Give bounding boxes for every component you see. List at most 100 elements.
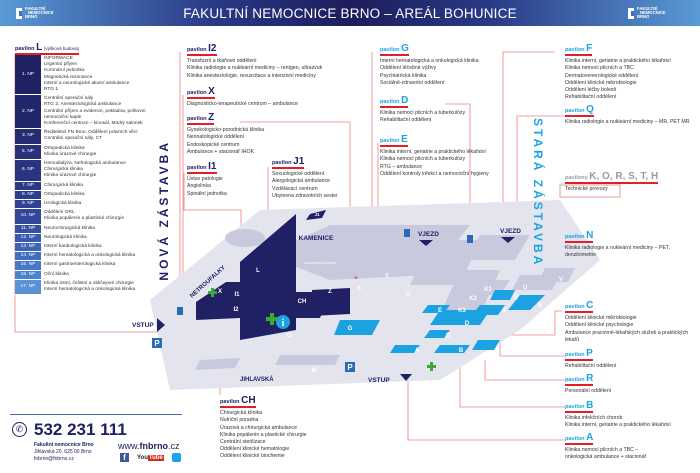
map-label-J1: J1 — [314, 212, 320, 217]
logo-text: NEMOCNICE — [28, 10, 54, 16]
map-label-B: B — [459, 348, 464, 354]
map-label-U: U — [523, 285, 527, 291]
floor-departments: Chirurgická klinika — [41, 182, 155, 190]
facebook-icon[interactable]: f — [120, 453, 129, 462]
pavilion-heading: pavilon F — [565, 43, 593, 57]
building-Z — [312, 288, 350, 316]
youtube-icon[interactable]: YouTube — [137, 454, 164, 461]
info-icon: i — [276, 315, 290, 329]
department-item: Klinika interní, geriatrie a praktického… — [565, 422, 671, 429]
connector-line-F — [502, 51, 555, 255]
org-email[interactable]: fnbrno@fnbrno.cz — [34, 456, 74, 462]
pavilion-letter: I2 — [208, 43, 217, 54]
department-item: Chirurgická klinika — [44, 167, 83, 173]
building-E — [422, 305, 450, 313]
floor-departments: Interní gastroenterologická klinika — [41, 261, 155, 269]
floor-departments: Oční klinika — [41, 271, 155, 279]
department-item: Oční klinika — [44, 271, 69, 277]
floor-number: 11. NP — [15, 224, 41, 233]
department-item: Chirurgická klinika — [220, 410, 263, 417]
pavilion-letter: F — [586, 43, 593, 54]
pavilion-heading: pavilon C — [565, 301, 594, 314]
building-V-area — [538, 268, 575, 282]
road-strip — [195, 358, 240, 370]
pavilion-prefix: pavilon — [565, 108, 585, 114]
map-label-P: P — [502, 344, 506, 350]
phone-number[interactable]: 532 231 111 — [34, 420, 127, 439]
floor-number: 17. NP — [15, 279, 41, 295]
logo-mark-icon — [628, 7, 634, 19]
pavilion-letter: E — [401, 134, 408, 145]
floor-number: 2. NP — [15, 95, 41, 129]
department-item: Ředitelství FN Brno, Oddělení právních v… — [44, 130, 138, 136]
pavilion-heading: pavilony K, O, R, S, T, H — [565, 172, 659, 185]
map-label-D: D — [465, 321, 470, 327]
pavilion-letter: Z — [208, 112, 215, 123]
drive-in-label: VJEZD — [418, 231, 439, 238]
map-label-L: L — [256, 268, 260, 274]
website-link[interactable]: www.fnbrno.cz — [118, 441, 180, 451]
pavilion-letter: D — [401, 95, 409, 106]
department-item: Oddělení léčebné výživy — [380, 65, 437, 72]
department-item: Interní gastroenterologická klinika — [44, 262, 116, 268]
building-C — [424, 330, 450, 338]
building-Q — [490, 290, 515, 300]
pavilion-heading: pavilon P — [565, 349, 593, 362]
department-item: RTG 1 — [44, 87, 59, 93]
department-item: Oddělení klinické mikrobiologie — [565, 315, 637, 322]
pavilion-prefix: pavilon — [565, 436, 585, 442]
floor-number: 9. NP — [15, 200, 41, 209]
org-name: Fakultní nemocnice Brno — [34, 442, 94, 448]
building-A — [390, 345, 420, 353]
floor-departments: Interní kardiologická klinika — [41, 243, 155, 251]
pavilion-prefix: pavilon — [187, 47, 207, 53]
technical-box — [559, 184, 621, 198]
connector-line-R — [484, 360, 565, 381]
department-item: Klinika infekčních chorob — [565, 415, 623, 422]
department-item: Klinika interní, geriatrie a praktického… — [380, 149, 486, 156]
department-item: denzitometrie — [565, 252, 597, 259]
twitter-icon[interactable] — [171, 453, 181, 462]
pavilion-heading: pavilon X — [187, 87, 215, 100]
building-I2 — [216, 300, 240, 318]
pavilion-L-heading: pavilon L (výšková budova) — [15, 43, 80, 57]
department-item: Hemodialýza, Nefrologická ambulance — [44, 161, 126, 167]
department-item: Interní a neurologické akutní ambulance — [44, 80, 130, 86]
phone-icon: ✆ — [12, 422, 27, 437]
map-label-A: A — [415, 348, 420, 354]
department-item: Ambulance + stacionář IHOK — [187, 148, 255, 155]
map-label-M: M — [312, 368, 317, 374]
map-label-K2: K2 — [469, 296, 477, 302]
department-item: Úrazová a chirurgická ambulance — [220, 424, 297, 431]
parking-icon: P — [345, 362, 355, 372]
pharmacy-cross-icon — [208, 288, 217, 297]
department-item: Personální oddělení — [565, 388, 612, 395]
department-item: Klinika radiologie a nukleární mediciny … — [187, 65, 323, 72]
helipad-label: H — [355, 275, 358, 280]
department-item: Ústav patologie — [187, 176, 223, 183]
pavilion-heading: pavilon I1 — [187, 162, 217, 175]
floor-number: 3. NP — [15, 129, 41, 144]
parking-icon: P — [152, 338, 162, 348]
department-item: Angiolinka — [187, 183, 211, 190]
building-L — [240, 214, 296, 340]
pavilion-letter: G — [401, 43, 409, 54]
department-item: Neonatologické oddělení — [187, 134, 245, 141]
map-label-I1: I1 — [234, 292, 240, 298]
building-G — [334, 320, 380, 335]
pavilion-heading: pavilon I2 — [187, 43, 217, 57]
drive-in-arrow-icon — [419, 240, 433, 246]
street-jihlavska: JIHLAVSKÁ — [240, 376, 274, 383]
map-label-CH: CH — [298, 299, 307, 305]
entrance-arrow-icon — [157, 318, 165, 332]
